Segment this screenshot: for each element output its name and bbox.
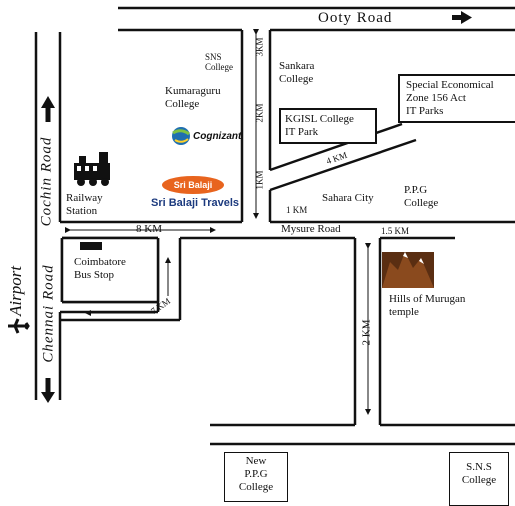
airport-label: Airport: [6, 265, 25, 316]
ooty-road-label: Ooty Road: [318, 10, 393, 26]
bus-stop-block: [62, 238, 158, 302]
kumaraguru-college-label: Kumaraguru College: [165, 85, 221, 110]
sri-balaji-logo: Sri Balaji: [162, 176, 224, 194]
sankara-college-label: Sankara College: [279, 60, 315, 85]
sahara-city-label: Sahara City: [322, 192, 374, 204]
sns-college-box: S.N.S College: [449, 452, 509, 506]
distance-3km: 3KM: [254, 37, 265, 57]
sez-box: Special Economical Zone 156 Act IT Parks: [398, 74, 515, 123]
distance-2km-upper: 2KM: [254, 103, 265, 123]
sri-balaji-travels-label: Sri Balaji Travels: [151, 197, 240, 209]
cochin-chennai-road: [34, 32, 62, 400]
cognizant-globe-icon: [172, 127, 190, 145]
distance-8km: 8 KM: [136, 223, 162, 235]
bus-icon: [80, 242, 102, 250]
bus-stop-label: Coimbatore Bus Stop: [74, 256, 126, 281]
new-ppg-college-box: New P.P.G College: [224, 452, 288, 502]
airplane-icon: [8, 318, 30, 334]
ooty-road-arrow-icon: [452, 11, 472, 24]
distance-markers: [65, 29, 371, 415]
kgisl-box: KGISL College IT Park: [279, 108, 377, 144]
chennai-road-label: Chennai Road: [40, 264, 57, 363]
chennai-road-arrow-icon: [41, 378, 55, 403]
mountain-icon: [382, 252, 434, 288]
south-road: [210, 238, 515, 446]
distance-1-5km: 1.5 KM: [381, 226, 410, 236]
sez-diagonal-road: [269, 122, 417, 192]
distance-1km-vertical: 1KM: [254, 170, 265, 190]
sns-college-top-label: SNS College: [205, 52, 233, 72]
cognizant-label: Cognizant: [193, 131, 242, 142]
distance-2km-lower: 2 KM: [360, 319, 373, 346]
ooty-road: [118, 6, 515, 32]
cochin-road-arrow-icon: [41, 96, 55, 122]
railway-station-label: Railway Station: [66, 192, 103, 217]
central-road: [240, 30, 272, 222]
ppg-college-label: P.P.G College: [404, 184, 439, 209]
hills-of-murugan-label: Hills of Murugan temple: [389, 293, 466, 318]
distance-1km-horizontal: 1 KM: [286, 205, 308, 215]
mysure-road-label: Mysure Road: [281, 223, 341, 235]
cochin-road-label: Cochin Road: [38, 136, 55, 227]
train-icon: [74, 152, 110, 186]
